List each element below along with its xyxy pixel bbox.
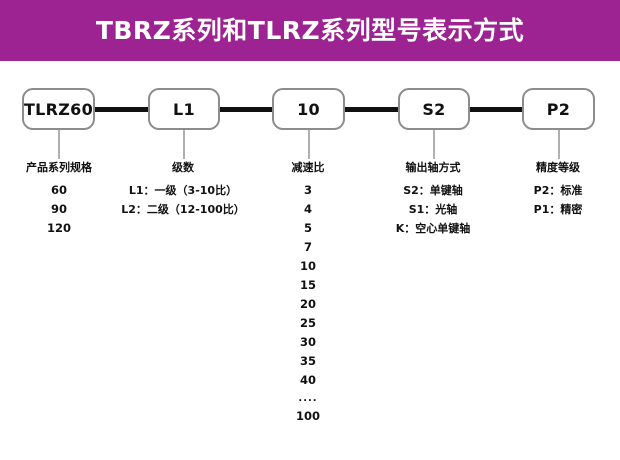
code-box-stage-label: L1 bbox=[173, 99, 195, 119]
legend-column-precision: 精度等级 P2：标准 P1：精密 bbox=[503, 160, 613, 219]
legend-item: 90 bbox=[50, 202, 67, 216]
code-box-precision[interactable]: P2 bbox=[522, 88, 595, 130]
legend-item: 120 bbox=[46, 221, 71, 235]
legend-header-output-shaft: 输出轴方式 bbox=[405, 161, 461, 174]
legend-item: S2：单键轴 bbox=[403, 184, 463, 197]
legend-header-stage: 级数 bbox=[172, 161, 194, 174]
legend-item: 7 bbox=[303, 240, 312, 254]
legend-item: 15 bbox=[299, 278, 316, 292]
legend-item: 100 bbox=[295, 409, 320, 423]
legend-item: 5 bbox=[303, 221, 312, 235]
drop-line-output-shaft bbox=[433, 130, 435, 159]
drop-line-stage bbox=[183, 130, 185, 159]
legend-item-ellipsis: .... bbox=[298, 393, 318, 404]
legend-column-output-shaft: 输出轴方式 S2：单键轴 S1：光轴 K：空心单键轴 bbox=[370, 160, 496, 238]
legend-item: S1：光轴 bbox=[408, 203, 458, 216]
legend-item: L2：二级（12-100比） bbox=[121, 203, 245, 216]
code-box-series-label: TLRZ60 bbox=[23, 99, 94, 119]
legend-item: 40 bbox=[299, 373, 316, 387]
legend-item: 25 bbox=[299, 316, 316, 330]
code-box-series[interactable]: TLRZ60 bbox=[22, 88, 95, 130]
connector-line-3 bbox=[345, 107, 398, 112]
page-title: TBRZ系列和TLRZ系列型号表示方式 bbox=[95, 16, 525, 45]
code-box-stage[interactable]: L1 bbox=[148, 88, 220, 130]
code-box-precision-label: P2 bbox=[546, 99, 571, 119]
legend-item: 60 bbox=[50, 183, 67, 197]
legend-header-precision: 精度等级 bbox=[536, 161, 580, 174]
legend-column-stage: 级数 L1：一级（3-10比） L2：二级（12-100比） bbox=[108, 160, 258, 219]
drop-line-series bbox=[58, 130, 60, 159]
drop-line-precision bbox=[558, 130, 560, 159]
connector-line-4 bbox=[470, 107, 522, 112]
code-box-ratio[interactable]: 10 bbox=[272, 88, 345, 130]
legend-item: 4 bbox=[303, 202, 312, 216]
legend-header-ratio: 减速比 bbox=[291, 161, 325, 174]
connector-line-2 bbox=[220, 107, 272, 112]
legend-item: 3 bbox=[303, 183, 312, 197]
legend-item: 30 bbox=[299, 335, 316, 349]
legend-column-ratio: 减速比 3 4 5 7 10 15 20 25 30 35 40 .... 10… bbox=[258, 160, 358, 426]
legend-column-series: 产品系列规格 60 90 120 bbox=[0, 160, 118, 238]
code-box-output-shaft[interactable]: S2 bbox=[398, 88, 470, 130]
code-box-ratio-label: 10 bbox=[297, 99, 320, 119]
legend-item: K：空心单键轴 bbox=[395, 222, 471, 235]
legend-item: P1：精密 bbox=[533, 203, 583, 216]
code-box-output-shaft-label: S2 bbox=[422, 99, 446, 119]
legend-item: 35 bbox=[299, 354, 316, 368]
legend-item: P2：标准 bbox=[533, 184, 583, 197]
drop-line-ratio bbox=[308, 130, 310, 159]
model-code-diagram: TLRZ60 L1 10 S2 P2 产品系列规格 60 90 120 级数 L… bbox=[0, 61, 620, 460]
connector-line-1 bbox=[95, 107, 148, 112]
legend-item: 10 bbox=[299, 259, 316, 273]
legend-header-series: 产品系列规格 bbox=[26, 161, 92, 174]
header-banner: TBRZ系列和TLRZ系列型号表示方式 bbox=[0, 0, 620, 61]
legend-item: 20 bbox=[299, 297, 316, 311]
legend-item: L1：一级（3-10比） bbox=[128, 184, 238, 197]
